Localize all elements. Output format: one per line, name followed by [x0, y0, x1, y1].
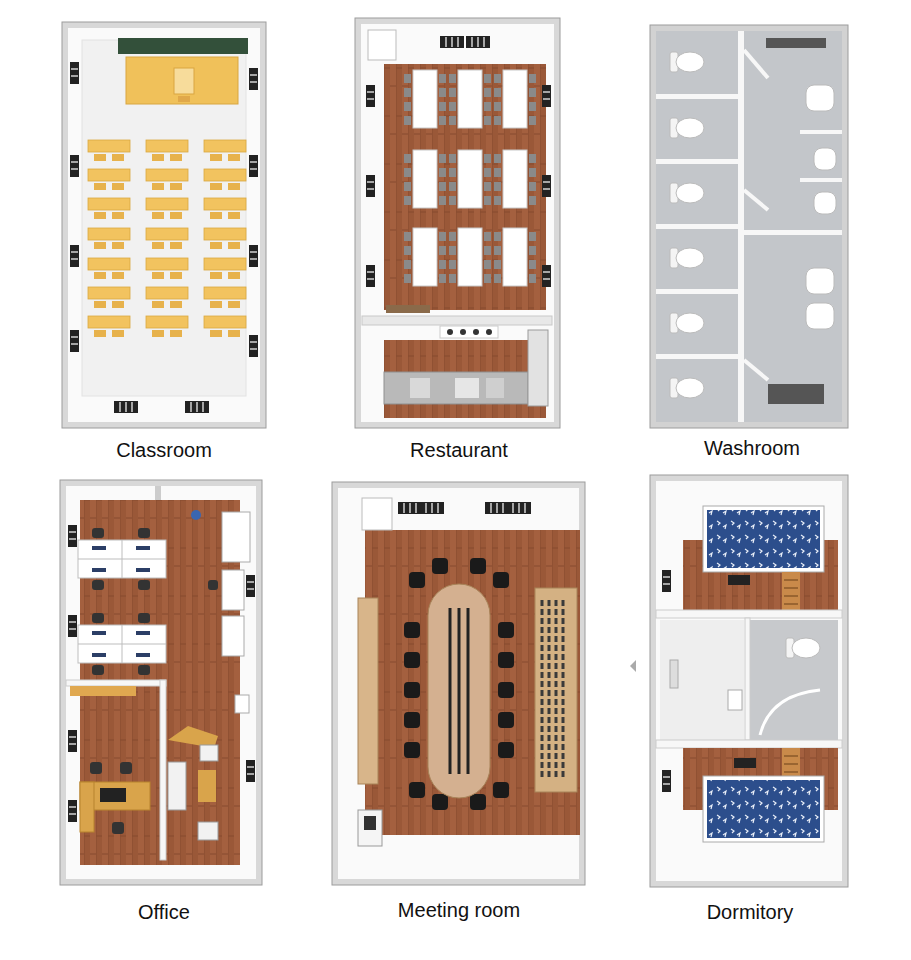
room-caption: Restaurant [410, 438, 508, 462]
dormitory-plan [630, 475, 848, 887]
restaurant-plan [355, 18, 560, 428]
room-caption: Office [138, 900, 190, 924]
meeting-room-plan [332, 482, 585, 885]
room-caption: Dormitory [707, 900, 794, 924]
office-plan [60, 480, 262, 885]
classroom-plan [62, 22, 266, 428]
room-caption: Washroom [704, 436, 800, 460]
room-caption: Classroom [116, 438, 212, 462]
washroom-plan [650, 25, 848, 428]
room-caption: Meeting room [398, 898, 520, 922]
